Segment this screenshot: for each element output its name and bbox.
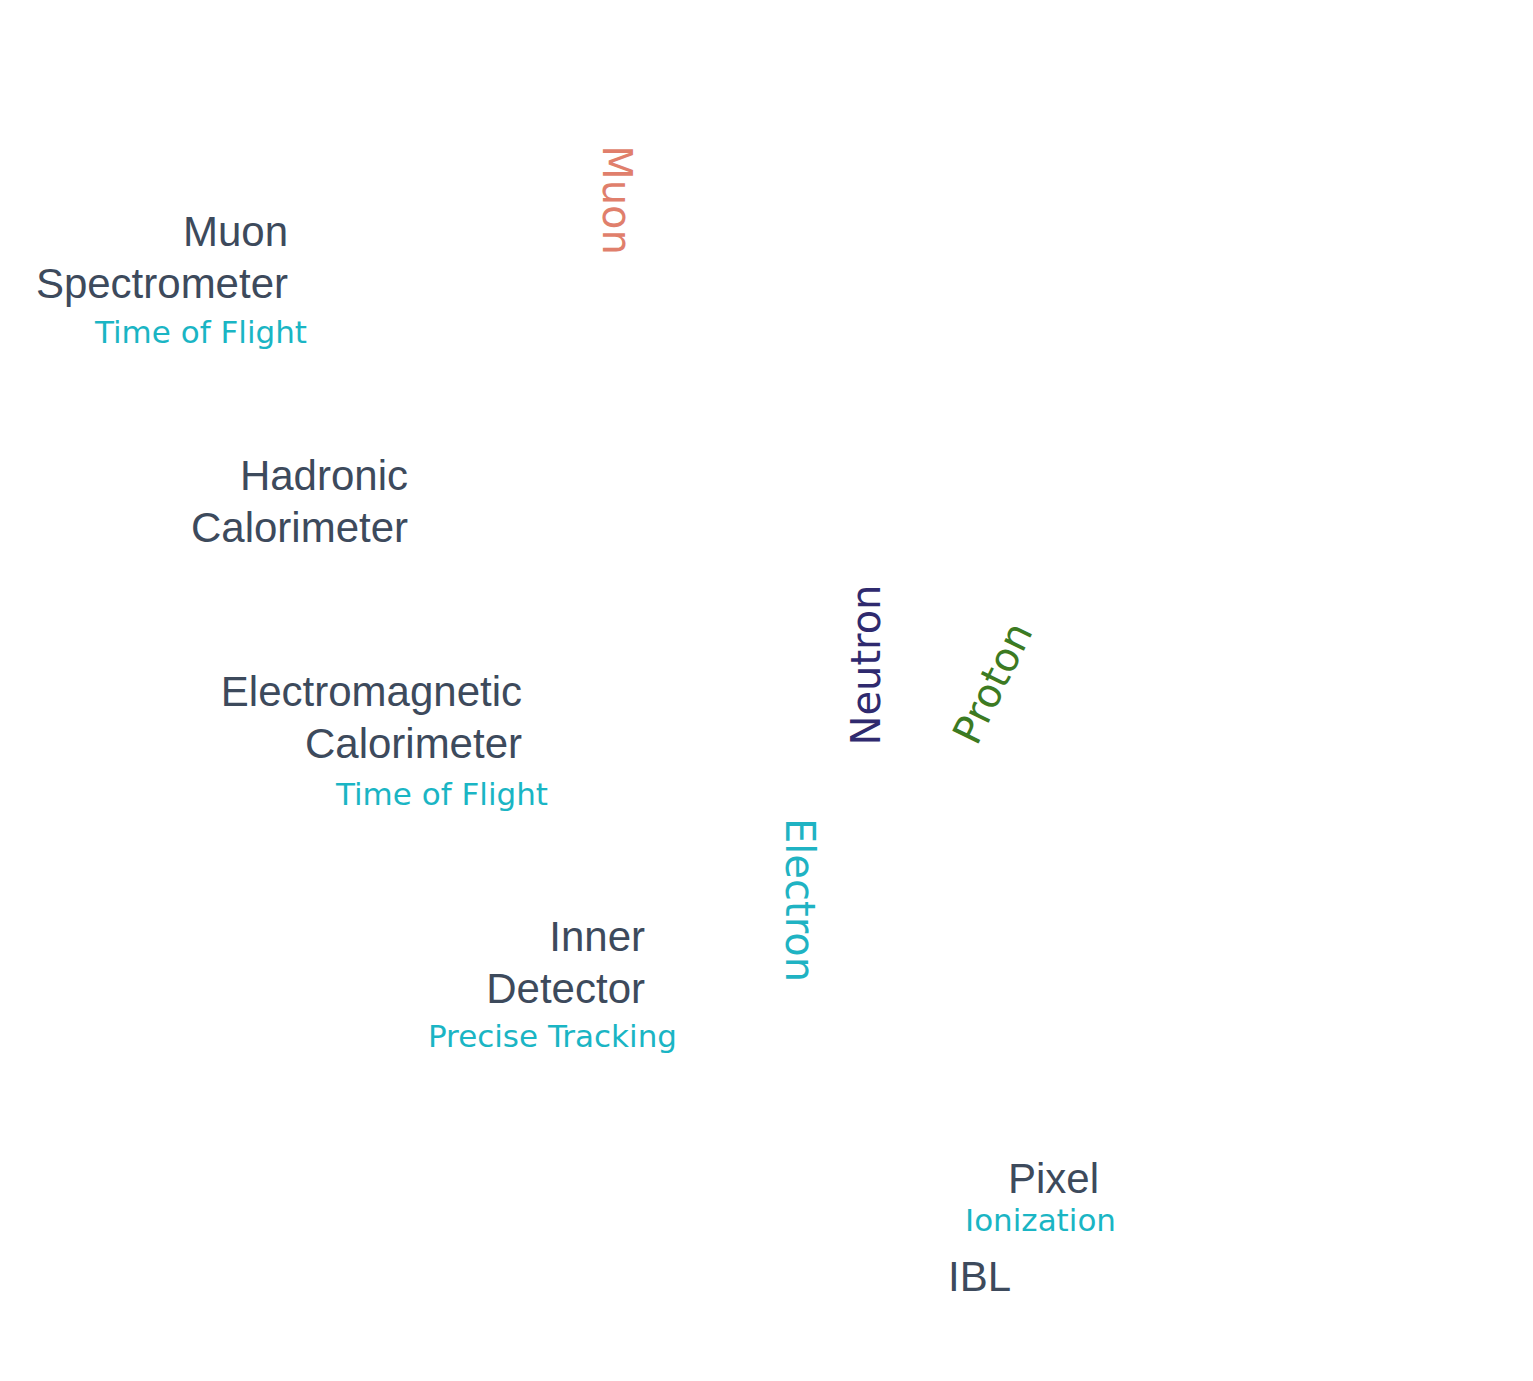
band-shape (493, 553, 1257, 850)
part-name: Muon Spectrometer (36, 206, 288, 310)
particle-label: Muon (595, 145, 639, 255)
band-shape (238, 9, 1527, 450)
part-name: Hadronic Calorimeter (191, 450, 408, 554)
em-calorimeter-band: Electromagnetic CalorimeterTime of Fligh… (218, 550, 1258, 852)
interaction-point (854, 1334, 876, 1356)
electron-shower (714, 548, 802, 790)
detector-layer-arc (746, 1127, 983, 1162)
measurement-method: Time of Flight (95, 313, 307, 351)
part-name: IBL (948, 1251, 1011, 1303)
muon-track (572, 12, 860, 1340)
particle-label: Proton (944, 615, 1040, 750)
proton-shower (1078, 363, 1192, 582)
measurement-method: Time of Flight (336, 775, 548, 813)
ibl-layer: IBL (793, 1234, 1014, 1306)
detector-layer-arc (772, 1190, 959, 1221)
measurement-method: Precise Tracking (428, 1017, 677, 1055)
pixel-layers: PixelIonization (743, 1124, 1119, 1242)
band-shape (597, 775, 1147, 1345)
part-name: Pixel (1008, 1153, 1099, 1205)
part-name: Electromagnetic Calorimeter (221, 666, 522, 770)
part-name: Inner Detector (486, 911, 645, 1015)
detector-layer-arc (757, 1157, 973, 1191)
edge-tick (545, 11, 600, 13)
neutron-shower (882, 299, 955, 570)
hadronic-calorimeter-band: Hadronic Calorimeter (188, 312, 1375, 659)
detector-layer-arc (796, 1237, 935, 1262)
measurement-method: Ionization (965, 1201, 1116, 1239)
particle-label: Neutron (844, 585, 888, 746)
muon-spectrometer-band: Muon SpectrometerTime of Flight (33, 6, 1526, 452)
particle-label: Electron (778, 818, 822, 982)
